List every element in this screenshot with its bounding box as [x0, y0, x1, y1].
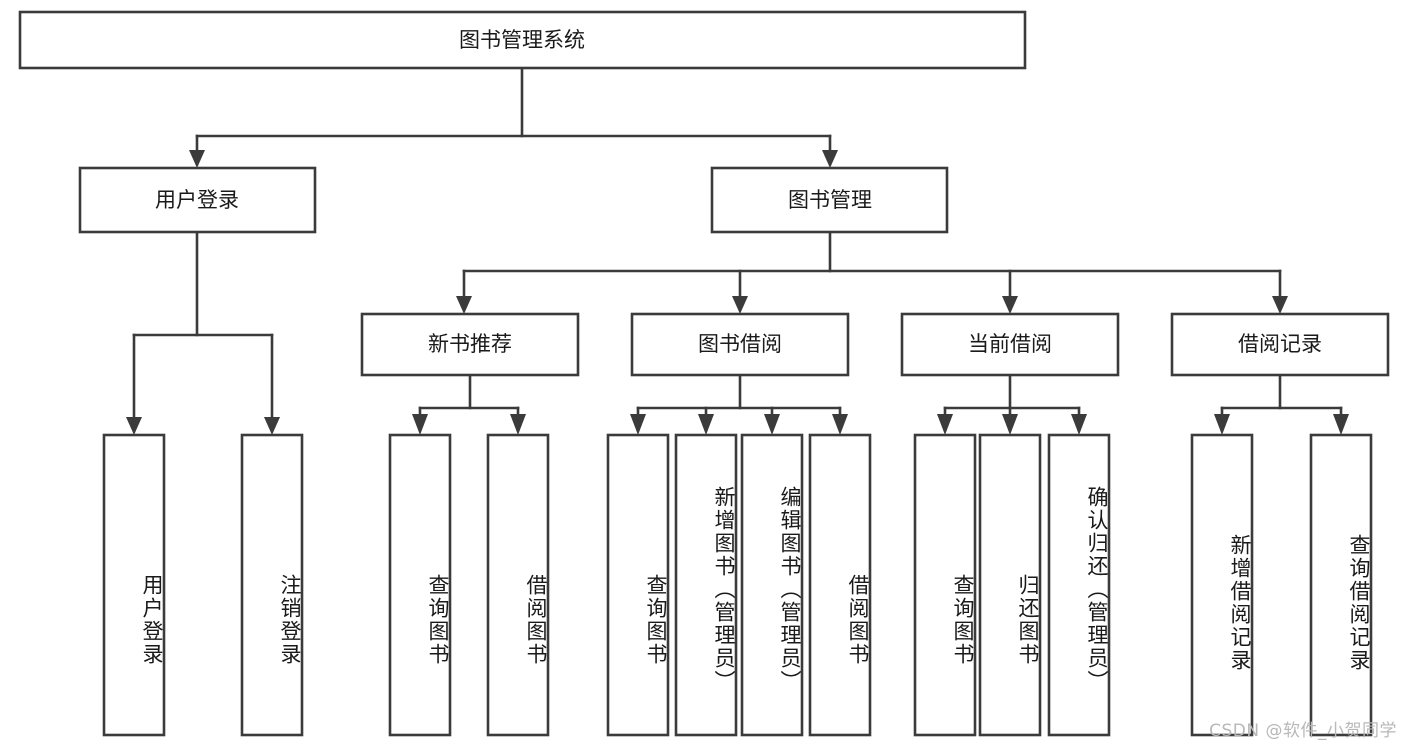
arrow-head-leaf-2 — [264, 417, 280, 435]
arrow-head-leaf-4 — [510, 414, 526, 435]
node-leaf-5-box[interactable] — [606, 433, 670, 737]
node-user-login[interactable]: 用户登录 — [78, 166, 317, 234]
watermark: CSDN @软件_小贺同学 — [1209, 721, 1397, 741]
node-root-box[interactable] — [18, 10, 1027, 70]
arrow-head-leaf-10 — [1002, 414, 1018, 435]
node-leaf-3-box[interactable] — [388, 433, 452, 737]
node-leaf-6-box[interactable] — [674, 433, 738, 737]
node-borrow-record-label: 借阅记录 — [1238, 332, 1322, 356]
arrow-head-leaf-3 — [412, 414, 428, 435]
node-leaf-13-box[interactable] — [1309, 433, 1373, 737]
node-new-book-rec-box[interactable] — [360, 312, 580, 377]
arrow-head-leaf-13 — [1333, 414, 1349, 435]
node-leaf-1-box[interactable] — [102, 433, 166, 737]
node-leaf-9-box[interactable] — [913, 433, 977, 737]
arrow-head-user-login — [189, 150, 205, 168]
node-borrow-record[interactable]: 借阅记录 — [1170, 312, 1390, 377]
node-book-borrow-label: 图书借阅 — [698, 332, 782, 356]
arrow-head-leaf-11 — [1071, 414, 1087, 435]
arrow-head-leaf-8 — [832, 414, 848, 435]
node-user-login-label: 用户登录 — [155, 188, 239, 212]
node-root[interactable]: 图书管理系统 — [18, 10, 1027, 70]
node-leaf-7-box[interactable] — [740, 433, 804, 737]
node-new-book-rec[interactable]: 新书推荐 — [360, 312, 580, 377]
arrow-head-book-borrow — [732, 296, 748, 314]
node-new-book-rec-label: 新书推荐 — [428, 332, 512, 356]
node-leaf-4-box[interactable] — [486, 433, 550, 737]
node-user-login-box[interactable] — [78, 166, 317, 234]
node-borrow-record-box[interactable] — [1170, 312, 1390, 377]
arrow-head-book-manage — [822, 150, 838, 168]
node-root-label: 图书管理系统 — [459, 28, 585, 52]
node-leaf-12-box[interactable] — [1190, 433, 1254, 737]
node-leaf-2-box[interactable] — [240, 433, 304, 737]
arrow-head-leaf-1 — [126, 417, 142, 435]
node-current-borrow-box[interactable] — [900, 312, 1120, 377]
node-leaf-11-box[interactable] — [1047, 433, 1111, 737]
arrow-head-leaf-7 — [764, 414, 780, 435]
node-book-manage-box[interactable] — [710, 166, 949, 234]
node-book-borrow[interactable]: 图书借阅 — [630, 312, 850, 377]
arrow-head-leaf-9 — [937, 414, 953, 435]
node-book-borrow-box[interactable] — [630, 312, 850, 377]
node-book-manage[interactable]: 图书管理 — [710, 166, 949, 234]
leaf-box-layer — [102, 433, 1373, 737]
node-current-borrow-label: 当前借阅 — [968, 332, 1052, 356]
arrow-head-new-book-rec — [456, 296, 472, 314]
node-leaf-10-box[interactable] — [978, 433, 1042, 737]
arrow-head-current-borrow — [1002, 296, 1018, 314]
arrow-head-borrow-record — [1272, 296, 1288, 314]
node-leaf-8-box[interactable] — [808, 433, 872, 737]
connector-layer — [126, 66, 1349, 435]
arrow-head-leaf-5 — [630, 414, 646, 435]
node-current-borrow[interactable]: 当前借阅 — [900, 312, 1120, 377]
node-book-manage-label: 图书管理 — [788, 188, 872, 212]
arrow-head-leaf-12 — [1214, 414, 1230, 435]
arrow-head-leaf-6 — [698, 414, 714, 435]
